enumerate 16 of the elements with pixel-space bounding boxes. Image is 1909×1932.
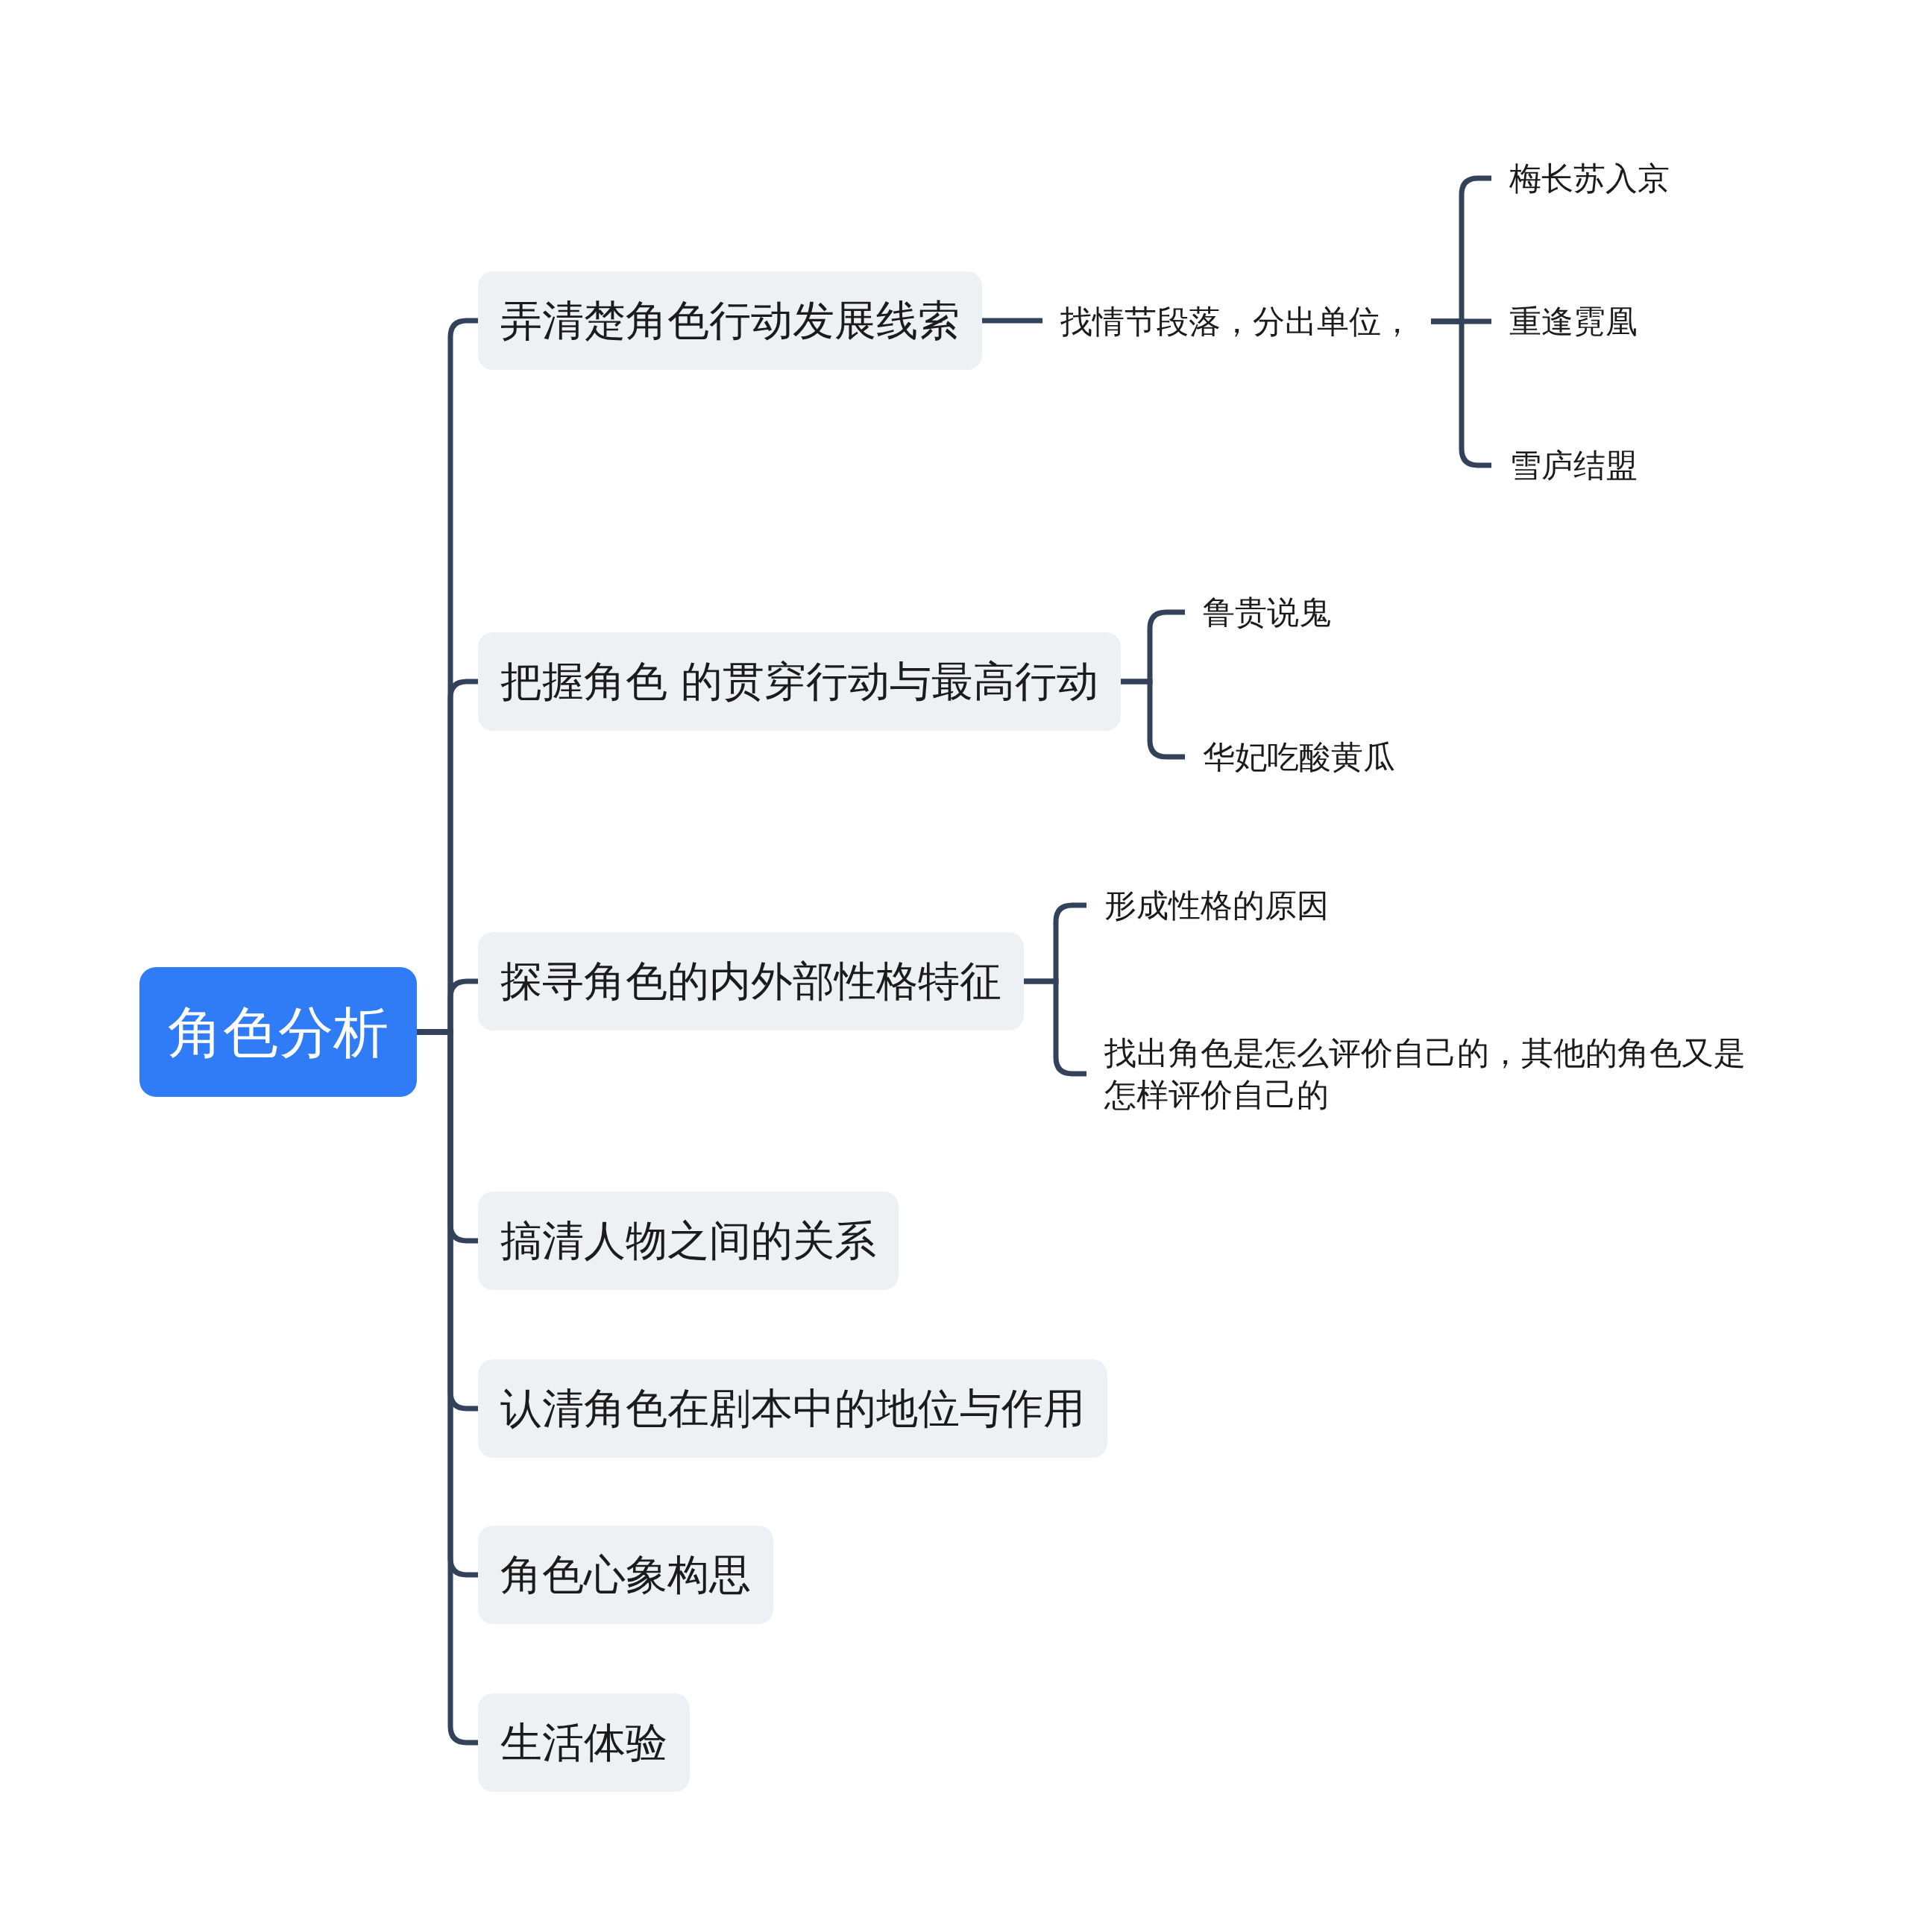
subtopic-text: 找出角色是怎么评价自己的，其他的角色又是怎样评价自己的 <box>1086 1029 1779 1118</box>
subtopic-text: 雪庐结盟 <box>1491 441 1655 489</box>
subtopic-text: 重逢霓凰 <box>1491 298 1655 345</box>
topic-box: 生活体验 <box>478 1693 690 1792</box>
subtopic-text: 梅长苏入京 <box>1491 154 1688 202</box>
central-topic-box: 角色分析 <box>139 967 417 1097</box>
subtopic-text: 鲁贵说鬼 <box>1185 588 1349 636</box>
topic-box: 把握角色 的贯穿行动与最高行动 <box>478 632 1121 731</box>
topic-box: 弄清楚角色行动发展线索 <box>478 271 982 370</box>
topic-box: 探寻角色的内外部性格特征 <box>478 932 1024 1030</box>
topic-box: 搞清人物之间的关系 <box>478 1192 899 1290</box>
subtopic-text: 找情节段落，分出单位， <box>1042 298 1431 345</box>
subtopic-text: 形成性格的原因 <box>1086 881 1347 929</box>
subtopic-text: 华妃吃酸黄瓜 <box>1185 733 1413 781</box>
topic-box: 认清角色在剧本中的地位与作用 <box>478 1359 1107 1458</box>
topic-box: 角色心象构思 <box>478 1526 773 1624</box>
